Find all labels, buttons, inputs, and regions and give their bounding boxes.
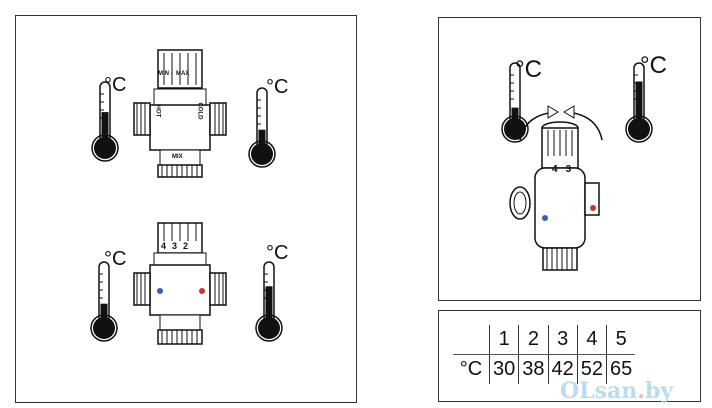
temperature-setting-table: 1 2 3 4 5 °C 30 38 42 52 65 bbox=[453, 325, 636, 384]
thermometer-icon bbox=[625, 62, 653, 143]
thermometer-icon bbox=[501, 62, 529, 143]
dial-numbers: 43 bbox=[552, 164, 580, 175]
thermometer-level bbox=[258, 129, 266, 150]
mix-outlet-label: MIX bbox=[172, 154, 183, 160]
dial-label: MIN ◐ MAX bbox=[158, 71, 190, 77]
temperature-setting-table-panel: 1 2 3 4 5 °C 30 38 42 52 65 bbox=[438, 310, 701, 402]
unit-label: °C bbox=[104, 248, 127, 270]
thermometer-icon bbox=[91, 81, 119, 162]
watermark-logo: OLsan.by bbox=[560, 378, 674, 404]
thermometer-level bbox=[265, 286, 273, 324]
thermometer-icon bbox=[90, 261, 118, 342]
table-header-row: 1 2 3 4 5 bbox=[453, 325, 636, 355]
table-row: °C 30 38 42 52 65 bbox=[453, 354, 636, 384]
dial-numbers: 432 bbox=[161, 241, 195, 251]
thermometer-icon bbox=[248, 87, 276, 168]
thermometer-level bbox=[101, 112, 109, 144]
mixing-valve-top-view bbox=[133, 49, 227, 178]
unit-label: °C bbox=[640, 52, 667, 79]
mixing-valve-angled-view bbox=[509, 121, 600, 271]
hot-inlet-label: HOT bbox=[154, 104, 161, 118]
unit-label: °C bbox=[515, 56, 542, 83]
unit-label: °C bbox=[266, 76, 289, 98]
unit-label: °C bbox=[266, 242, 289, 264]
thermometer-level bbox=[100, 303, 108, 324]
cold-inlet-label: COLD bbox=[196, 102, 203, 120]
thermometer-icon bbox=[255, 261, 283, 342]
mixing-valve-front-view bbox=[133, 222, 227, 345]
unit-label: °C bbox=[104, 74, 127, 96]
rotate-arrows-icon bbox=[519, 105, 603, 141]
hot-indicator bbox=[199, 288, 205, 294]
cold-indicator bbox=[157, 288, 163, 294]
thermometer-level bbox=[511, 107, 519, 125]
thermometer-level bbox=[635, 81, 643, 125]
